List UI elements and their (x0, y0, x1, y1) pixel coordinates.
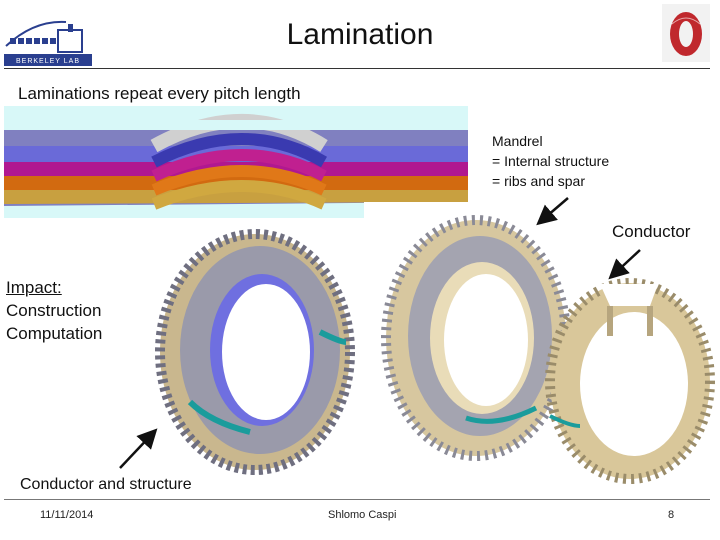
ring-conductor (540, 276, 720, 491)
conductor-arrow (608, 249, 641, 280)
subtitle: Laminations repeat every pitch length (18, 84, 301, 103)
mandrel-line-1: = Internal structure (492, 153, 610, 169)
svg-text:BERKELEY LAB: BERKELEY LAB (16, 58, 80, 65)
berkeley-lab-logo-icon: BERKELEY LAB (4, 20, 92, 66)
footer-author: Shlomo Caspi (328, 509, 397, 521)
lamination-arches-image (4, 106, 468, 223)
impact-heading: Impact: (6, 278, 62, 297)
footer-divider (4, 499, 710, 500)
ring-magnet-logo (662, 4, 710, 62)
title-divider (4, 68, 710, 69)
conductor-structure-label: Conductor and structure (20, 476, 192, 493)
impact-line-2: Computation (6, 324, 103, 343)
mandrel-label: Mandrel = Internal structure = ribs and … (492, 131, 609, 191)
berkeley-lab-logo: BERKELEY LAB (4, 16, 94, 76)
footer-page-number: 8 (668, 509, 675, 521)
mandrel-arrow (536, 197, 569, 226)
mandrel-line-2: = ribs and spar (492, 173, 585, 189)
conductor-structure-arrow (119, 428, 158, 469)
footer-date: 11/11/2014 (40, 509, 94, 521)
conductor-label: Conductor (612, 222, 691, 241)
page-title: Lamination (286, 18, 434, 51)
ring-magnet-logo-icon (662, 4, 710, 62)
mandrel-heading: Mandrel (492, 133, 543, 149)
ring-conductor-and-structure (150, 222, 360, 487)
impact-line-1: Construction (6, 301, 102, 320)
impact-block: Impact: Construction Computation (6, 276, 102, 345)
